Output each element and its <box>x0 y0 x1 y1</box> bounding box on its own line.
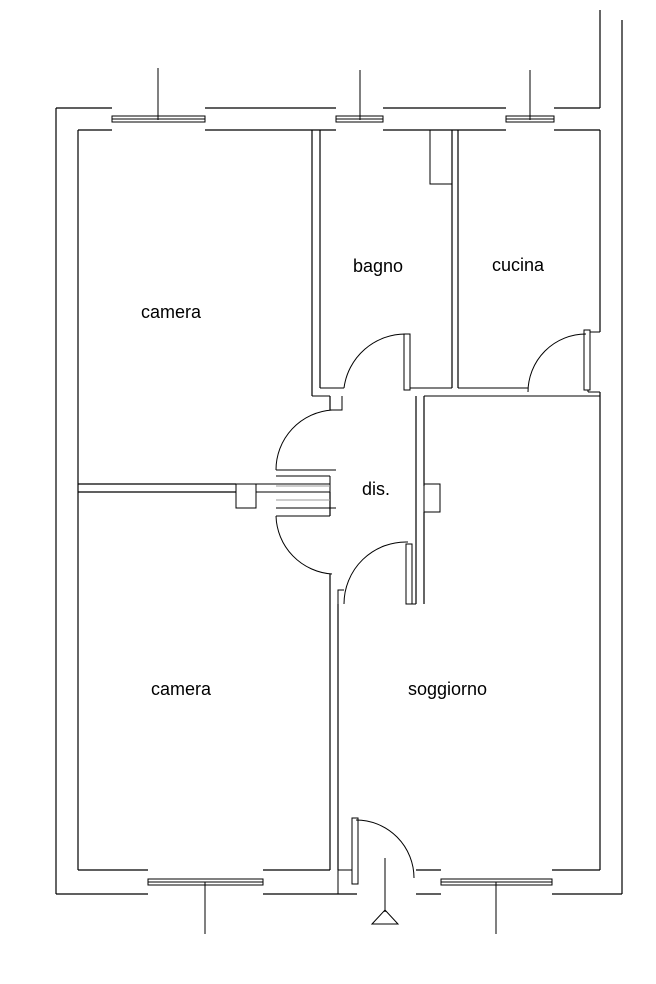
window-camera-top <box>111 68 206 123</box>
door-entrance <box>337 817 415 894</box>
doors <box>275 329 591 925</box>
window-camera-bottom <box>147 878 264 934</box>
room-label-dis: dis. <box>362 479 390 499</box>
interior-walls <box>78 130 600 870</box>
door-cucina <box>527 329 591 393</box>
room-label-camera-top: camera <box>141 302 202 322</box>
door-soggiorno-inner <box>337 541 413 605</box>
room-label-soggiorno: soggiorno <box>408 679 487 699</box>
door-bagno <box>343 333 411 391</box>
outer-walls <box>55 10 623 895</box>
window-cucina <box>505 70 555 123</box>
window-soggiorno <box>440 878 553 934</box>
room-label-cucina: cucina <box>492 255 545 275</box>
room-label-camera-bottom: camera <box>151 679 212 699</box>
scan-artifacts <box>276 485 330 501</box>
windows <box>111 68 555 934</box>
window-bagno <box>335 70 384 123</box>
entrance-arrow-icon <box>370 858 400 925</box>
door-camera-top <box>275 396 343 471</box>
room-label-bagno: bagno <box>353 256 403 276</box>
door-camera-bottom <box>275 515 333 575</box>
